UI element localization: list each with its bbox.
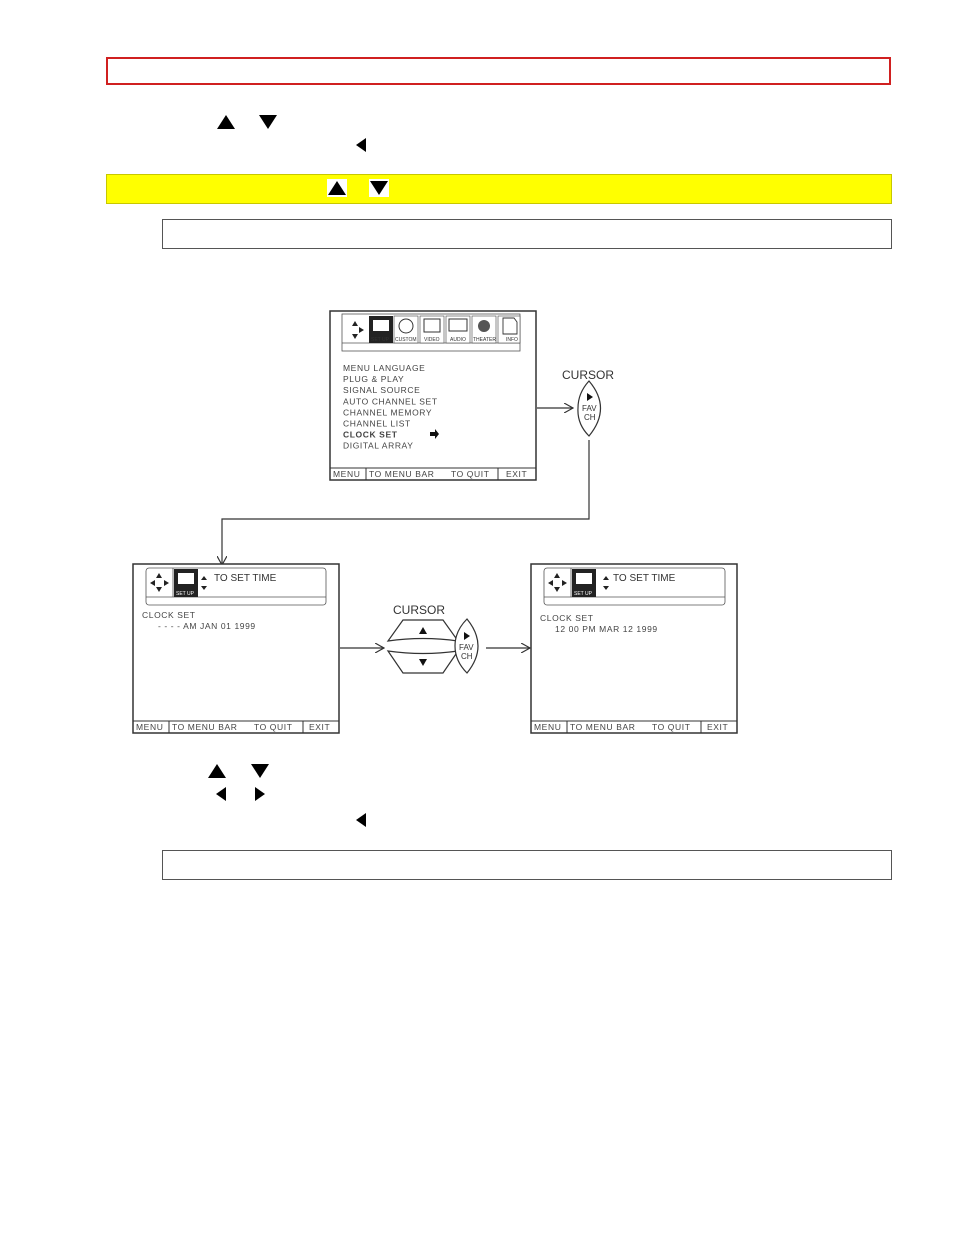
footer-label: MENU	[136, 722, 163, 732]
clock-set-screen-before: SET UP TO SET TIME CLOCK SET - - - - AM …	[132, 563, 340, 734]
audio-tab-icon	[445, 315, 471, 344]
up-arrow-icon	[201, 576, 207, 580]
tab-label: SET UP	[574, 591, 593, 597]
down-arrow-icon	[370, 181, 388, 195]
menu-item: DIGITAL ARRAY	[343, 441, 413, 451]
fav-ch-button: FAV CH	[577, 380, 601, 437]
note-box-top	[162, 219, 892, 249]
footer-label: EXIT	[309, 722, 330, 732]
footer-label: EXIT	[707, 722, 728, 732]
fav-ch-button: FAV CH	[454, 618, 479, 674]
tab-label: THEATER	[473, 337, 496, 343]
ch-label: CH	[584, 413, 596, 422]
right-arrow-icon	[430, 429, 439, 439]
cursor-label: CURSOR	[562, 368, 614, 382]
footer-label: TO QUIT	[451, 469, 490, 479]
navigation-pad-icon	[150, 573, 169, 592]
navigation-pad-icon	[548, 573, 567, 592]
fav-label: FAV	[582, 404, 597, 413]
footer-label: TO MENU BAR	[369, 469, 434, 479]
navigation-pad-icon	[352, 321, 364, 339]
cursor-label: CURSOR	[393, 603, 445, 617]
hint-text: TO SET TIME	[613, 573, 676, 584]
footer-label: TO MENU BAR	[172, 722, 237, 732]
up-arrow-icon	[328, 181, 346, 195]
clock-value: - - - - AM JAN 01 1999	[158, 621, 256, 631]
note-box-bottom	[162, 850, 892, 880]
up-arrow-icon	[217, 115, 235, 129]
left-arrow-icon	[216, 787, 226, 801]
footer-label: MENU	[534, 722, 561, 732]
tab-label: VIDEO	[424, 337, 440, 343]
menu-item: SIGNAL SOURCE	[343, 385, 420, 395]
clock-value: 12 00 PM MAR 12 1999	[555, 624, 658, 634]
custom-tab-icon	[393, 315, 419, 344]
menu-item: AUTO CHANNEL SET	[343, 396, 438, 406]
fav-label: FAV	[459, 643, 474, 652]
menu-item: CHANNEL LIST	[343, 419, 411, 429]
setup-menu-screen: SET UP CUSTOM VIDEO AUDIO THEATER INFO MENU L…	[329, 310, 537, 481]
up-button-frame	[327, 179, 347, 197]
footer-label: MENU	[333, 469, 360, 479]
hint-text: TO SET TIME	[214, 573, 277, 584]
down-button-frame	[369, 179, 389, 197]
tab-label: CUSTOM	[395, 337, 417, 343]
down-arrow-icon	[259, 115, 277, 129]
up-arrow-icon	[603, 576, 609, 580]
tab-label: AUDIO	[450, 337, 466, 343]
menu-item: MENU LANGUAGE	[343, 363, 425, 373]
down-arrow-icon	[603, 586, 609, 590]
info-tab-icon	[497, 315, 521, 344]
menu-item: CHANNEL MEMORY	[343, 407, 432, 417]
down-arrow-icon	[201, 586, 207, 590]
right-arrow-icon	[255, 787, 265, 801]
tab-label: SET UP	[176, 591, 195, 597]
footer-label: TO QUIT	[254, 722, 293, 732]
menu-item: CLOCK SET	[343, 430, 398, 440]
screen-title: CLOCK SET	[540, 613, 594, 623]
footer-label: EXIT	[506, 469, 527, 479]
menu-item: PLUG & PLAY	[343, 374, 404, 384]
tab-label: INFO	[506, 337, 518, 343]
screen-title: CLOCK SET	[142, 610, 196, 620]
up-arrow-icon	[208, 764, 226, 778]
cursor-up-down-pad	[386, 619, 460, 674]
clock-set-screen-after: SET UP TO SET TIME CLOCK SET 12 00 PM MA…	[530, 563, 738, 734]
tab-label: SET UP	[371, 337, 390, 343]
left-arrow-icon	[356, 813, 366, 827]
ch-label: CH	[461, 652, 473, 661]
footer-label: TO MENU BAR	[570, 722, 635, 732]
footer-label: TO QUIT	[652, 722, 691, 732]
section-header-box	[106, 57, 891, 85]
highlight-bar	[106, 174, 892, 204]
down-arrow-icon	[251, 764, 269, 778]
left-arrow-icon	[356, 138, 366, 152]
